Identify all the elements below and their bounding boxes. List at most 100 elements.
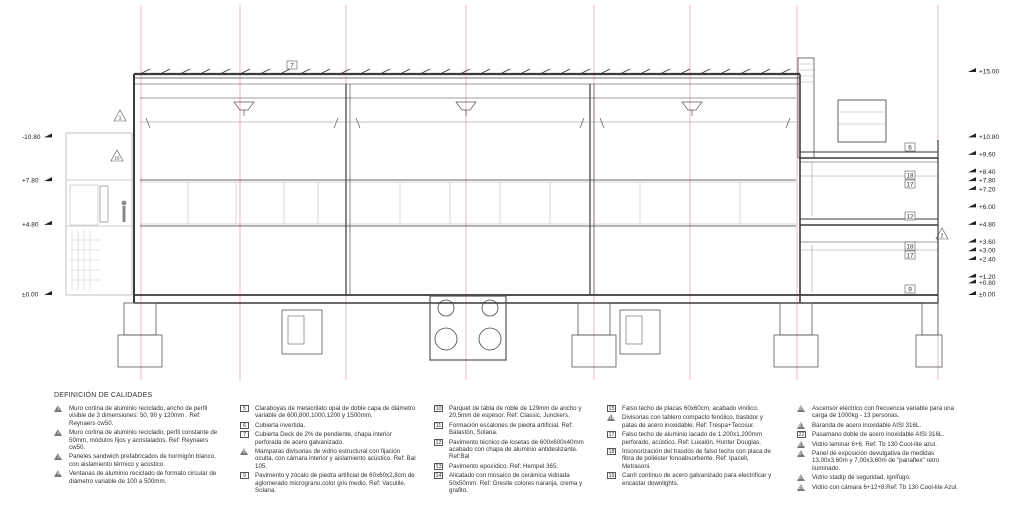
tag-roof: 7 bbox=[290, 63, 294, 70]
level-mark bbox=[44, 291, 52, 295]
legend-item: 1 Muro cortina de aluminio reciclado, anc… bbox=[54, 405, 224, 427]
left-annex bbox=[65, 132, 133, 296]
legend-item-text: Vidrio laminar 6+6. Ref: Tb 130 Cool-lit… bbox=[812, 440, 937, 448]
legend-item-text: Ascensor eléctrico con frecuencia variab… bbox=[812, 405, 955, 420]
legend-item-number: 21 bbox=[797, 421, 805, 429]
level-mark bbox=[968, 203, 976, 208]
legend-item-number: 10 bbox=[434, 405, 443, 412]
level-mark bbox=[968, 220, 976, 225]
legend-item-number: 24 bbox=[797, 450, 805, 458]
legend-item-text: Cubierta Deck de 2% de pendiente, chapa … bbox=[255, 431, 392, 446]
legend-column: 15 Falso techo de placas 60x60cm, acabado… bbox=[607, 405, 779, 489]
legend-item-number: 8 bbox=[240, 448, 249, 456]
legend-item-number: 13 bbox=[434, 462, 443, 470]
legend-item-number: 17 bbox=[607, 431, 616, 439]
red-axis-lines bbox=[140, 5, 939, 380]
exhibition-panel-grid bbox=[187, 182, 741, 224]
legend-item: 12 Pavimento técnico de losetas de 600x60… bbox=[434, 438, 596, 461]
tag-9: 9 bbox=[908, 287, 912, 294]
level-label: +9.60 bbox=[979, 151, 996, 158]
legend-item-number: 19 bbox=[607, 472, 616, 480]
legend-item-text: Paneles sandwich prefabricados de hormig… bbox=[69, 453, 216, 468]
legend-item-number: 5 bbox=[240, 405, 249, 412]
legend-item-number: 6 bbox=[240, 421, 249, 429]
legend-item: 17 Falso techo de aluminio lacado de 1.20… bbox=[607, 431, 779, 446]
legend-item-text: Baranda de acero inoxidable AISI 316L. bbox=[812, 421, 922, 429]
legend-item-text: Divisorias con tablero compacto fenólico… bbox=[622, 414, 764, 429]
legend-item: 6 Cubierta invertida. bbox=[240, 421, 420, 429]
legend-item-number: 11 bbox=[434, 421, 443, 429]
legend-item-text: Falso techo de placas 60x60cm, acabado v… bbox=[622, 405, 759, 412]
level-label: +1.20 bbox=[979, 274, 996, 281]
legend-item-number: 9 bbox=[240, 472, 249, 480]
legend-item: 5 Claraboyas de metacrilato opal de doble… bbox=[240, 405, 420, 420]
legend-item-number: 15 bbox=[607, 405, 616, 412]
legend-item-number: 22 bbox=[797, 431, 806, 439]
legend-title: DEFINICIÓN DE CALIDADES bbox=[54, 392, 153, 399]
level-label: +4.80 bbox=[979, 221, 996, 228]
level-marks-right: +15.00+10.80+9.60+8.40+7.80+7.20+6.00+4.… bbox=[968, 68, 999, 299]
tag-6: 6 bbox=[908, 145, 912, 152]
legend-item-text: Falso techo de aluminio lacado de 1.200x… bbox=[622, 431, 762, 446]
level-label: +8.40 bbox=[979, 169, 996, 176]
legend-item-text: Muro cortina de aluminio reciclado, anch… bbox=[69, 405, 208, 427]
legend-item: 20 Ascensor eléctrico con frecuencia vari… bbox=[797, 405, 965, 420]
legend-item: 11 Formación escalones de piedra artifici… bbox=[434, 421, 596, 437]
legend-item-number: 2 bbox=[54, 429, 63, 437]
legend-item-number: 20 bbox=[797, 405, 805, 412]
legend-item-number: 12 bbox=[434, 438, 443, 446]
skylights bbox=[145, 101, 791, 129]
legend-item-text: Vidrio con cámara 6+12+8.Ref: Tb 130 Coo… bbox=[812, 483, 958, 491]
tag-18-upper: 18 bbox=[906, 173, 914, 180]
legend-item-text: Pavimento técnico de losetas de 600x600x… bbox=[449, 438, 584, 461]
level-label: +3.00 bbox=[979, 248, 996, 255]
legend-item-text: Muro cortina de aluminio reciclado, perf… bbox=[69, 429, 218, 452]
legend-column: 5 Claraboyas de metacrilato opal de doble… bbox=[240, 405, 420, 496]
level-mark bbox=[44, 133, 52, 138]
level-mark bbox=[968, 133, 976, 138]
legend-item-number: 18 bbox=[607, 448, 616, 456]
legend-item-text: Formación escalones de piedra artificial… bbox=[449, 421, 573, 437]
legend-item-text: Pasamano doble de acero inoxidable AISI … bbox=[812, 431, 945, 439]
legend-item: 21 Baranda de acero inoxidable AISI 316L. bbox=[797, 421, 965, 429]
level-label: +15.00 bbox=[979, 69, 999, 76]
level-mark bbox=[968, 150, 976, 155]
legend-item: 14 Alicatado con mosaico de cerámica vidr… bbox=[434, 472, 596, 494]
level-mark bbox=[968, 291, 976, 295]
legend-item-text: Cubierta invertida. bbox=[255, 421, 306, 429]
tag-17-lower: 17 bbox=[906, 253, 914, 260]
legend-item-number: 1 bbox=[54, 405, 63, 412]
level-mark bbox=[44, 220, 52, 225]
legend-item: 22 Pasamano doble de acero inoxidable AIS… bbox=[797, 431, 965, 439]
legend-item: 2 Muro cortina de aluminio reciclado, per… bbox=[54, 429, 224, 451]
level-label: +7.80 bbox=[979, 178, 996, 185]
level-mark bbox=[968, 177, 976, 182]
legend-item-number: 14 bbox=[434, 472, 443, 480]
level-label: -10.80 bbox=[22, 134, 41, 141]
level-label: +7.20 bbox=[979, 186, 996, 193]
legend-item-text: Mamparas divisorias de vidrio estructura… bbox=[255, 448, 416, 470]
legend-item-text: Vidrio stadip de seguridad, ignífugo. bbox=[812, 474, 911, 482]
level-mark bbox=[968, 255, 976, 260]
tag-right-tri: 2 bbox=[941, 234, 944, 240]
legend-column: 20 Ascensor eléctrico con frecuencia vari… bbox=[797, 405, 965, 493]
tag-left-tri-lower: 15 bbox=[114, 156, 120, 161]
level-mark bbox=[968, 68, 976, 72]
tag-17-upper: 17 bbox=[906, 182, 914, 189]
level-label: ±0.00 bbox=[979, 292, 996, 299]
legend-column: 1 Muro cortina de aluminio reciclado, anc… bbox=[54, 405, 224, 487]
level-mark bbox=[968, 247, 976, 252]
legend-item-text: Alicatado con mosaico de cerámica vidria… bbox=[449, 472, 583, 495]
legend-item-number: 16 bbox=[607, 414, 615, 422]
tag-left-tri-upper: 1 bbox=[119, 116, 122, 122]
legend-item-text: Claraboyas de metacrilato opal de doble … bbox=[255, 405, 416, 420]
level-mark bbox=[968, 185, 976, 190]
level-label: +10.80 bbox=[979, 134, 999, 141]
